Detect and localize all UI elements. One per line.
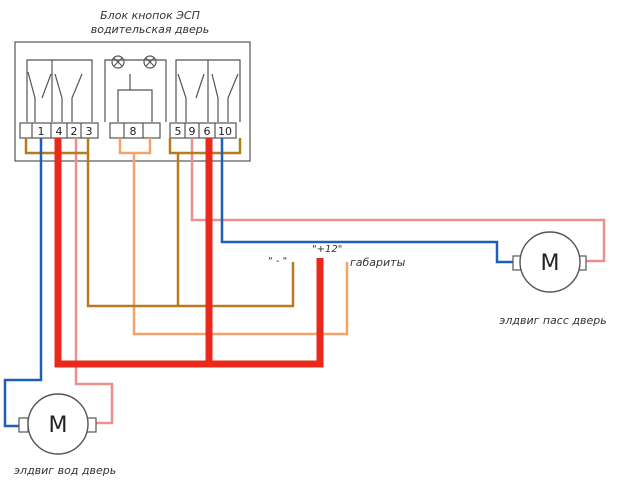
brown-wires xyxy=(24,138,295,308)
pin-label-6: 6 xyxy=(204,125,211,138)
minus-terminal-label: " - " xyxy=(268,256,287,267)
pin-label-1: 1 xyxy=(38,125,45,138)
pin-label-8: 8 xyxy=(130,125,137,138)
driver-door-motor: M xyxy=(18,393,97,455)
block-subtitle: водительская дверь xyxy=(91,23,210,36)
pin-label-5: 5 xyxy=(175,125,182,138)
plus12-terminal-label: "+12" xyxy=(312,244,342,255)
driver-motor-label: элдвиг вод дверь xyxy=(14,464,116,477)
left-switch-group xyxy=(26,59,93,122)
driver-motor-symbol: M xyxy=(49,413,68,438)
block-title: Блок кнопок ЭСП xyxy=(100,9,200,22)
indicator-lamp-group xyxy=(104,55,167,122)
blue-wires xyxy=(3,138,514,428)
passenger-motor-label: элдвиг пасс дверь xyxy=(499,314,606,327)
passenger-motor-symbol: M xyxy=(541,251,560,276)
pin-label-2: 2 xyxy=(71,125,78,138)
pin-label-3: 3 xyxy=(86,125,93,138)
passenger-door-motor: M xyxy=(512,231,587,293)
pin-label-10: 10 xyxy=(218,125,232,138)
gabarity-label: габариты xyxy=(350,256,406,269)
right-switch-group xyxy=(175,59,241,122)
salmon-wires xyxy=(118,138,349,336)
switch-block-housing xyxy=(14,41,251,162)
pin-label-4: 4 xyxy=(56,125,63,138)
pink-wires xyxy=(74,138,606,425)
red-power-wires xyxy=(54,138,324,368)
pin-label-9: 9 xyxy=(189,125,196,138)
